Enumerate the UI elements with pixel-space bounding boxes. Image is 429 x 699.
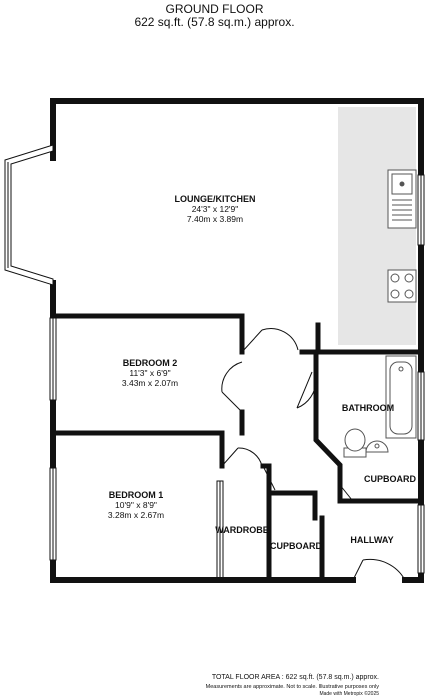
bedroom2-metric: 3.43m x 2.07m <box>122 378 178 388</box>
bay-window <box>4 144 54 286</box>
hob-icon <box>387 269 417 303</box>
wardrobe-name: WARDROBE <box>215 525 269 535</box>
doors <box>221 328 406 581</box>
lounge-imperial: 24'3" x 12'9" <box>192 204 239 214</box>
lounge-name: LOUNGE/KITCHEN <box>175 194 256 204</box>
toilet-icon <box>343 428 367 458</box>
cupboard-right-name: CUPBOARD <box>364 474 417 484</box>
bedroom1-imperial: 10'9" x 8'9" <box>115 500 157 510</box>
floor-area: 622 sq.ft. (57.8 sq.m.) approx. <box>134 15 295 29</box>
bath-icon <box>385 355 417 439</box>
bedroom2-name: BEDROOM 2 <box>123 358 178 368</box>
bedroom1-metric: 3.28m x 2.67m <box>108 510 164 520</box>
interior-walls <box>50 313 424 583</box>
bathroom-name: BATHROOM <box>342 403 394 413</box>
bedroom2-imperial: 11'3" x 6'9" <box>129 368 170 378</box>
disclaimer: Measurements are approximate. Not to sca… <box>205 684 379 690</box>
sink-icon <box>387 169 417 229</box>
made-with: Made with Metropix ©2025 <box>319 691 379 697</box>
floor-title: GROUND FLOOR <box>165 2 264 16</box>
total-floor-area: TOTAL FLOOR AREA : 622 sq.ft. (57.8 sq.m… <box>211 674 379 681</box>
wardrobe-unit <box>216 480 224 579</box>
cupboard-mid-name: CUPBOARD <box>270 541 323 551</box>
lounge-metric: 7.40m x 3.89m <box>187 214 243 224</box>
bedroom1-name: BEDROOM 1 <box>109 490 164 500</box>
basin-icon <box>365 440 389 453</box>
hallway-name: HALLWAY <box>350 535 393 545</box>
